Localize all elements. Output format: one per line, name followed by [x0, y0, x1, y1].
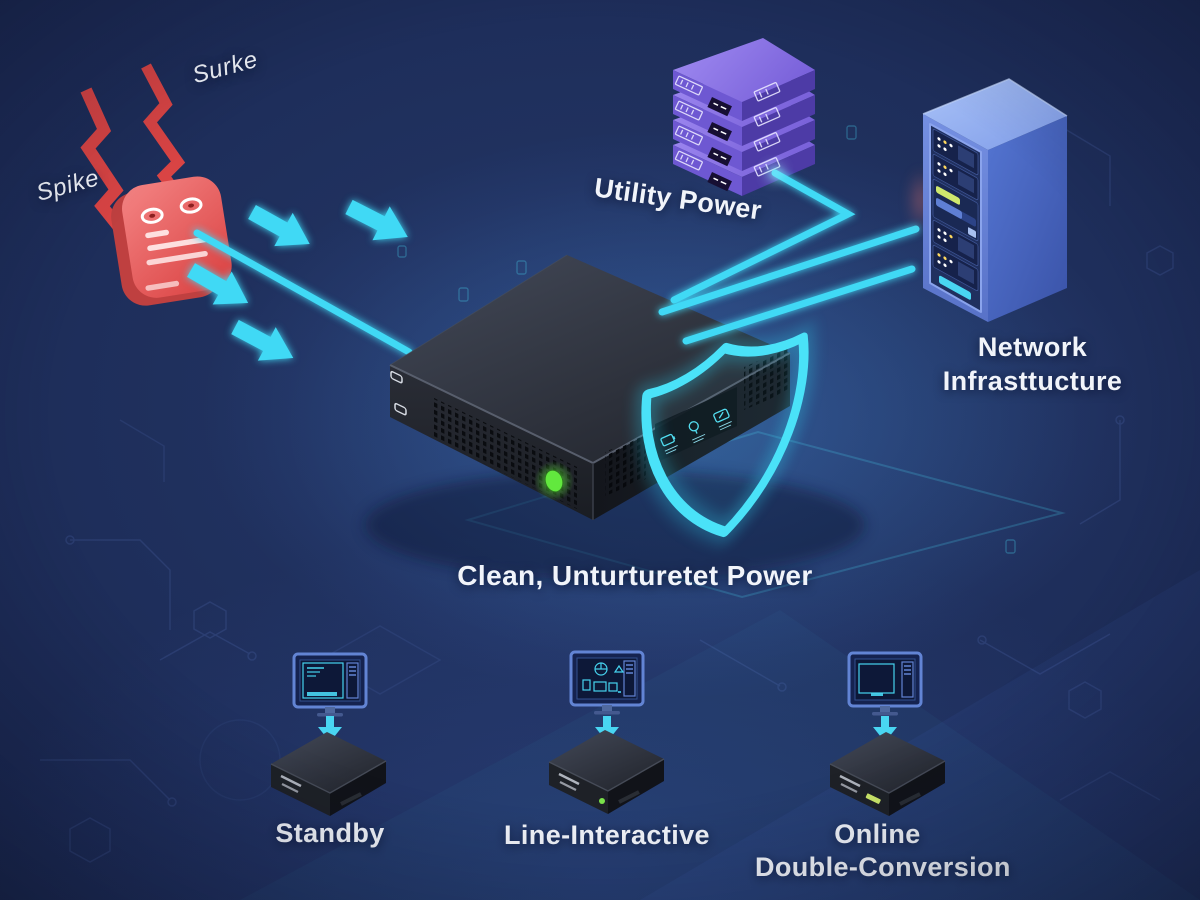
rack-tower-icon — [909, 78, 1068, 322]
network-label-line1: Network — [977, 332, 1088, 362]
light-wedge — [640, 570, 1200, 900]
ups-type-standby-group — [269, 652, 388, 818]
utility-to-ups-line — [670, 169, 856, 304]
ups-shadow — [365, 470, 865, 580]
eye-icon — [140, 207, 164, 224]
monitor-icon — [569, 650, 645, 716]
flow-arrow-icon — [226, 310, 303, 375]
online-label-line2: Double-Conversion — [755, 852, 1011, 882]
server-stack-icon — [673, 38, 815, 196]
power-lines — [658, 169, 920, 345]
ups-type-online-group — [828, 651, 947, 818]
ups-type-line-interactive-group — [547, 650, 666, 816]
network-infrastructure-label: Network Infrasttucture — [915, 330, 1150, 398]
flow-arrow-icon — [242, 195, 319, 261]
surge-bolt-icon — [80, 87, 131, 240]
ups-to-network-line-1 — [658, 225, 920, 316]
output-port — [865, 793, 881, 804]
rack-slots — [932, 129, 979, 300]
flow-arrow-icon — [340, 190, 417, 254]
plug-icon — [688, 421, 706, 444]
online-double-conversion-label: Online Double-Conversion — [755, 818, 1011, 884]
monitor-icon — [847, 651, 923, 717]
display-icons — [660, 408, 732, 455]
ups-to-network-line-2 — [682, 265, 916, 345]
eye-icon — [179, 197, 203, 214]
line-interactive-label: Line-Interactive — [504, 820, 710, 850]
connection-node — [768, 166, 782, 180]
power-led — [544, 469, 564, 493]
circuit-pattern — [40, 119, 1174, 863]
vent-grid — [605, 435, 646, 496]
status-bar-green — [936, 186, 960, 205]
gauge-icon — [713, 408, 732, 431]
screen-content — [582, 662, 625, 693]
standby-label: Standby — [275, 818, 385, 848]
ups-device-icon — [269, 730, 388, 818]
battery-icon — [660, 433, 678, 455]
status-display — [655, 387, 737, 463]
online-label-line1: Online — [834, 819, 921, 849]
ups-device-icon — [389, 254, 791, 520]
vent-grid — [744, 348, 789, 410]
hazard-group — [80, 63, 232, 306]
hazard-to-ups-line — [193, 229, 413, 356]
power-led — [599, 798, 605, 804]
screen-content — [302, 662, 344, 699]
status-bar-cyan — [939, 275, 971, 300]
network-label-line2: Infrasttucture — [942, 366, 1123, 396]
clean-power-label: Clean, Unturturetet Power — [457, 560, 813, 591]
screen-content — [858, 663, 895, 696]
shield-icon — [635, 321, 815, 546]
